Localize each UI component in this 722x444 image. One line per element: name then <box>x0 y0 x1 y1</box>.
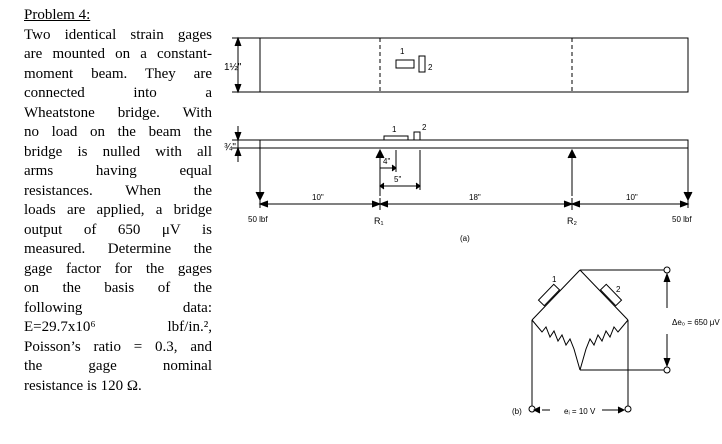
gage-resistor-1 <box>537 283 561 307</box>
caption-a: (a) <box>460 234 470 243</box>
width-label: 1½" <box>224 62 242 73</box>
gage-1-top <box>395 59 415 69</box>
bridge-arm-2 <box>579 269 629 321</box>
gage-2-side <box>413 131 421 141</box>
bridge-arm-1 <box>531 269 581 321</box>
problem-line: Poisson’s ratio = 0.3, and <box>24 338 212 355</box>
beam-side-view <box>259 139 689 149</box>
dim-10in-right-label: 10" <box>626 193 638 202</box>
dim-5in-label: 5" <box>394 175 401 184</box>
bridge-arm-2-label: 2 <box>616 285 621 294</box>
gage-2-top <box>418 55 426 73</box>
bridge-arm-1-label: 1 <box>552 275 557 284</box>
problem-line: bridge is nulled with all <box>24 143 212 160</box>
problem-line: gage factor for the gages <box>24 260 212 277</box>
problem-line: are mounted on a constant- <box>24 46 212 62</box>
gage-2-label: 2 <box>428 63 433 72</box>
problem-line: output of 650 μV is <box>24 221 212 238</box>
input-voltage-label: eᵢ = 10 V <box>564 407 596 416</box>
caption-b: (b) <box>512 407 522 416</box>
problem-line: connected into a <box>24 85 212 101</box>
problem-line: arms having equal <box>24 163 212 179</box>
problem-statement: Problem 4: Two identical strain gages ar… <box>24 6 212 396</box>
output-voltage-label: Δe₀ = 650 μV <box>672 318 720 327</box>
problem-title: Problem 4: <box>24 7 91 23</box>
gage-1-side <box>383 135 409 141</box>
problem-line: no load on the beam the <box>24 124 212 140</box>
figure-svg: 1½" ¾" 1 2 1 2 4" 5" 10" 18" 10" 50 lbf … <box>224 36 720 416</box>
problem-line: measured. Determine the <box>24 241 212 257</box>
dim-4in-label: 4" <box>383 157 390 166</box>
problem-line: following data: <box>24 299 212 316</box>
problem-line: loads are applied, a bridge <box>24 202 212 218</box>
beam-top-view <box>259 37 689 93</box>
bridge-resistor-3 <box>531 319 581 371</box>
bridge-resistor-4 <box>579 319 629 371</box>
problem-line: E=29.7x10⁶ lbf/in.², <box>24 319 212 335</box>
support-right-label: R₂ <box>567 216 577 226</box>
load-left-label: 50 lbf <box>248 215 268 224</box>
dim-10in-left-label: 10" <box>312 193 324 202</box>
gage-1-side-label: 1 <box>392 125 397 134</box>
dim-18in-label: 18" <box>469 193 481 202</box>
gage-1-label: 1 <box>400 47 405 56</box>
problem-line: resistances. When the <box>24 182 212 199</box>
support-left-label: R₁ <box>374 216 384 226</box>
problem-line: resistance is 120 Ω. <box>24 377 142 394</box>
beam-figure: 1½" ¾" 1 2 1 2 4" 5" 10" 18" 10" 50 lbf … <box>216 0 722 444</box>
problem-line: Two identical strain gages <box>24 26 212 43</box>
problem-line: moment beam. They are <box>24 65 212 82</box>
problem-line: Wheatstone bridge. With <box>24 104 212 121</box>
gage-resistor-2 <box>599 283 623 307</box>
thickness-label: ¾" <box>224 142 236 153</box>
problem-line: on the basis of the <box>24 280 212 296</box>
problem-line: the gage nominal <box>24 358 212 374</box>
load-right-label: 50 lbf <box>672 215 692 224</box>
gage-2-side-label: 2 <box>422 123 427 132</box>
